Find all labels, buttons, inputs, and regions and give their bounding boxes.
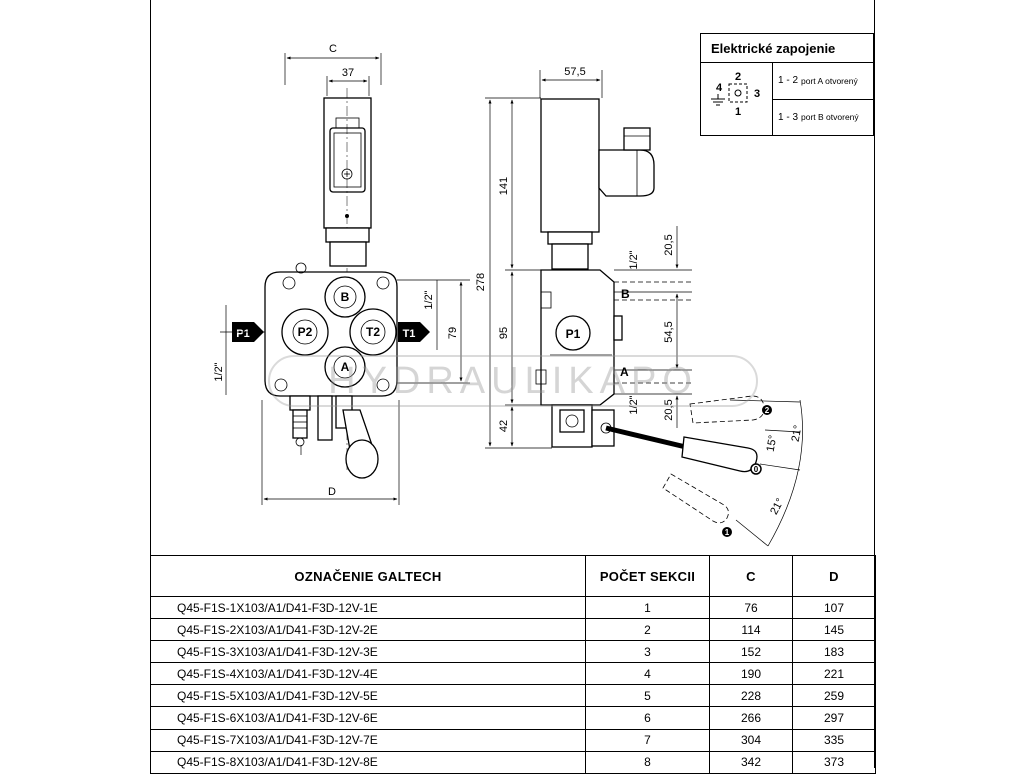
c-cell: 76 <box>709 595 793 620</box>
side-view: 57,5 P1 B A 278 <box>475 66 805 547</box>
dim-c-label: C <box>329 43 337 55</box>
dim-575-label: 57,5 <box>564 66 585 78</box>
front-port-t1-label: T1 <box>403 328 416 340</box>
designation-cell: Q45-F1S-8X103/A1/D41-F3D-12V-8E <box>150 750 586 774</box>
pin-4-label: 4 <box>716 82 723 94</box>
d-cell: 297 <box>792 706 876 730</box>
dim-half-side-bot: 1/2" <box>628 395 640 414</box>
sections-cell: 6 <box>585 706 710 730</box>
designation-cell: Q45-F1S-3X103/A1/D41-F3D-12V-3E <box>150 640 586 664</box>
valve-technical-drawing: C 37 B P2 T2 <box>213 43 805 547</box>
sections-cell: 4 <box>585 662 710 686</box>
dim-205b-label: 20,5 <box>663 399 675 420</box>
drawing-sheet <box>150 0 875 768</box>
front-port-p2-label: P2 <box>298 325 313 339</box>
d-cell: 183 <box>792 640 876 664</box>
dim-half-side-top: 1/2" <box>628 250 640 269</box>
dim-141-label: 141 <box>498 177 510 195</box>
table-row: Q45-F1S-5X103/A1/D41-F3D-12V-5E 5 228 25… <box>150 684 876 708</box>
dim-95-label: 95 <box>498 327 510 339</box>
designation-cell: Q45-F1S-2X103/A1/D41-F3D-12V-2E <box>150 618 586 642</box>
header-d: D <box>792 555 876 597</box>
c-cell: 228 <box>709 684 793 708</box>
wiring-row-text: port A otvorený <box>801 75 858 86</box>
dim-42-label: 42 <box>498 420 510 432</box>
sections-cell: 5 <box>585 684 710 708</box>
table-row: Q45-F1S-4X103/A1/D41-F3D-12V-4E 4 190 22… <box>150 662 876 686</box>
c-cell: 266 <box>709 706 793 730</box>
designation-cell: Q45-F1S-5X103/A1/D41-F3D-12V-5E <box>150 684 586 708</box>
front-port-b-label: B <box>341 290 350 304</box>
c-cell: 342 <box>709 750 793 774</box>
wiring-row-pins: 1 - 3 <box>778 111 799 123</box>
designation-cell: Q45-F1S-6X103/A1/D41-F3D-12V-6E <box>150 706 586 730</box>
d-cell: 145 <box>792 618 876 642</box>
designation-cell: Q45-F1S-7X103/A1/D41-F3D-12V-7E <box>150 728 586 752</box>
c-cell: 114 <box>709 618 793 642</box>
designation-table: OZNAČENIE GALTECH POČET SEKCII C D Q45-F… <box>150 555 876 774</box>
c-cell: 304 <box>709 728 793 752</box>
side-port-b-label: B <box>621 287 630 301</box>
dim-545-label: 54,5 <box>663 321 675 342</box>
table-row: Q45-F1S-2X103/A1/D41-F3D-12V-2E 2 114 14… <box>150 618 876 642</box>
side-port-a-label: A <box>620 365 629 379</box>
d-cell: 107 <box>792 595 876 620</box>
header-c: C <box>709 555 793 597</box>
side-port-p1-label: P1 <box>566 327 581 341</box>
designation-cell: Q45-F1S-4X103/A1/D41-F3D-12V-4E <box>150 662 586 686</box>
table-row: Q45-F1S-1X103/A1/D41-F3D-12V-1E 1 76 107 <box>150 595 876 620</box>
wiring-row: 1 - 3 port B otvorený <box>773 100 873 136</box>
designation-cell: Q45-F1S-1X103/A1/D41-F3D-12V-1E <box>150 595 586 620</box>
lever-pos-0: 0 <box>754 465 759 474</box>
d-cell: 259 <box>792 684 876 708</box>
front-port-a-label: A <box>341 360 350 374</box>
front-view: C 37 B P2 T2 <box>213 43 470 505</box>
table-row: Q45-F1S-3X103/A1/D41-F3D-12V-3E 3 152 18… <box>150 640 876 664</box>
sections-cell: 2 <box>585 618 710 642</box>
sections-cell: 3 <box>585 640 710 664</box>
sections-cell: 7 <box>585 728 710 752</box>
angle-21-top: 21° <box>790 424 805 442</box>
dim-half-top: 1/2" <box>423 290 435 309</box>
dim-79-label: 79 <box>447 327 459 339</box>
pin-2-label: 2 <box>735 71 741 83</box>
front-port-p1-label: P1 <box>236 328 249 340</box>
wiring-row-text: port B otvorený <box>801 112 859 123</box>
table-row: Q45-F1S-8X103/A1/D41-F3D-12V-8E 8 342 37… <box>150 750 876 774</box>
table-header-row: OZNAČENIE GALTECH POČET SEKCII C D <box>150 555 876 597</box>
d-cell: 335 <box>792 728 876 752</box>
dim-205a-label: 20,5 <box>663 234 675 255</box>
table-row: Q45-F1S-7X103/A1/D41-F3D-12V-7E 7 304 33… <box>150 728 876 752</box>
angle-15: 15° <box>765 434 780 452</box>
c-cell: 152 <box>709 640 793 664</box>
lever-pos-2: 2 <box>765 406 770 415</box>
lever-positions: 2 0 1 15° 21° 21° <box>605 395 805 547</box>
header-designation: OZNAČENIE GALTECH <box>150 555 586 597</box>
table-row: Q45-F1S-6X103/A1/D41-F3D-12V-6E 6 266 29… <box>150 706 876 730</box>
dim-half-left: 1/2" <box>213 362 225 381</box>
wiring-row: 1 - 2 port A otvorený <box>773 63 873 100</box>
pin-1-label: 1 <box>735 106 741 118</box>
lever-pos-1: 1 <box>725 528 730 537</box>
dim-d-label: D <box>328 486 336 498</box>
electrical-wiring-title: Elektrické zapojenie <box>701 34 873 63</box>
connector-pin-icon: 2 1 3 4 <box>711 71 760 118</box>
sections-cell: 1 <box>585 595 710 620</box>
dim-278-label: 278 <box>475 273 487 291</box>
dim-37-label: 37 <box>342 67 354 79</box>
connector-symbol: 2 1 3 4 <box>701 63 773 135</box>
sections-cell: 8 <box>585 750 710 774</box>
d-cell: 221 <box>792 662 876 686</box>
d-cell: 373 <box>792 750 876 774</box>
wiring-row-pins: 1 - 2 <box>778 75 799 87</box>
front-port-t2-label: T2 <box>366 325 380 339</box>
c-cell: 190 <box>709 662 793 686</box>
angle-21-bottom: 21° <box>768 496 786 516</box>
pin-3-label: 3 <box>754 88 760 100</box>
header-section-count: POČET SEKCII <box>585 555 710 597</box>
electrical-wiring-box: Elektrické zapojenie 2 1 3 4 1 - 2 port … <box>700 33 874 136</box>
